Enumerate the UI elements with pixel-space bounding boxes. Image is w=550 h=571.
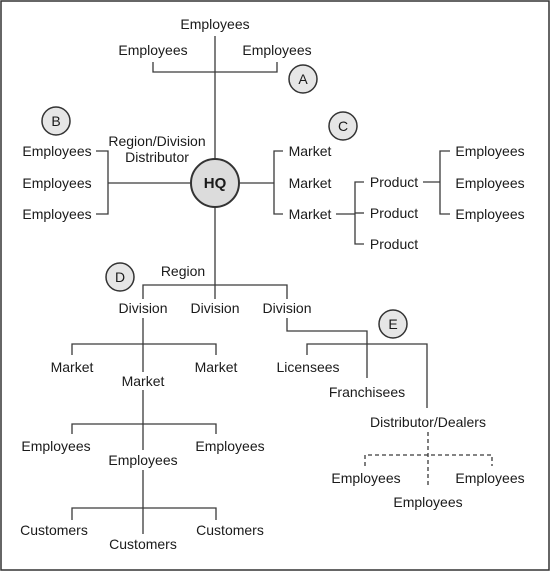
section-c: Market Market Market Product Product Pro… [289, 143, 525, 252]
section-c-employees-2: Employees [455, 175, 524, 191]
section-a-left-employees: Employees [118, 42, 187, 58]
section-e-distributors: Distributor/Dealers [370, 414, 486, 430]
section-e-employees-1: Employees [331, 470, 400, 486]
section-d-customers-3: Customers [196, 522, 264, 538]
section-d-customers-1: Customers [20, 522, 88, 538]
section-e-employees-3: Employees [455, 470, 524, 486]
badge-e-label: E [388, 316, 397, 332]
section-c-product-3: Product [370, 236, 418, 252]
section-d-division-2: Division [190, 300, 239, 316]
section-e-licensees: Licensees [276, 359, 339, 375]
section-c-market-1: Market [289, 143, 332, 159]
section-c-product-1: Product [370, 174, 418, 190]
section-b: Region/Division Distributor Employees Em… [22, 133, 205, 222]
section-d-employees-1: Employees [21, 438, 90, 454]
badge-a: A [288, 64, 318, 94]
section-c-market-3: Market [289, 206, 332, 222]
badge-b-label: B [51, 113, 60, 129]
section-d-employees-3: Employees [195, 438, 264, 454]
badge-b: B [41, 106, 71, 136]
badge-a-label: A [298, 71, 308, 87]
hq-hub: HQ [190, 158, 240, 208]
section-b-intermediary-line1: Region/Division [108, 133, 205, 149]
section-c-employees-1: Employees [455, 143, 524, 159]
section-d-customers-2: Customers [109, 536, 177, 552]
section-d: Region Division Division Division Market… [20, 263, 311, 552]
section-d-market-1: Market [51, 359, 94, 375]
section-e-employees-2: Employees [393, 494, 462, 510]
section-a: Employees Employees Employees [118, 16, 311, 58]
section-d-division-3: Division [262, 300, 311, 316]
section-e-franchisees: Franchisees [329, 384, 405, 400]
section-c-market-2: Market [289, 175, 332, 191]
section-a-top-employees: Employees [180, 16, 249, 32]
badge-d-label: D [115, 269, 125, 285]
section-a-right-employees: Employees [242, 42, 311, 58]
section-d-region: Region [161, 263, 205, 279]
section-b-employees-2: Employees [22, 175, 91, 191]
section-d-market-3: Market [195, 359, 238, 375]
section-d-employees-2: Employees [108, 452, 177, 468]
badge-d: D [105, 262, 135, 292]
section-d-market-2: Market [122, 373, 165, 389]
section-b-employees-3: Employees [22, 206, 91, 222]
section-b-employees-1: Employees [22, 143, 91, 159]
section-c-product-2: Product [370, 205, 418, 221]
section-b-intermediary-line2: Distributor [125, 149, 189, 165]
badge-e: E [378, 309, 408, 339]
badge-c: C [328, 111, 358, 141]
section-e: Licensees Franchisees Distributor/Dealer… [276, 359, 524, 510]
section-c-employees-3: Employees [455, 206, 524, 222]
connector-lines [71, 36, 493, 534]
hq-label: HQ [204, 175, 227, 192]
section-d-division-1: Division [118, 300, 167, 316]
badge-c-label: C [338, 118, 348, 134]
